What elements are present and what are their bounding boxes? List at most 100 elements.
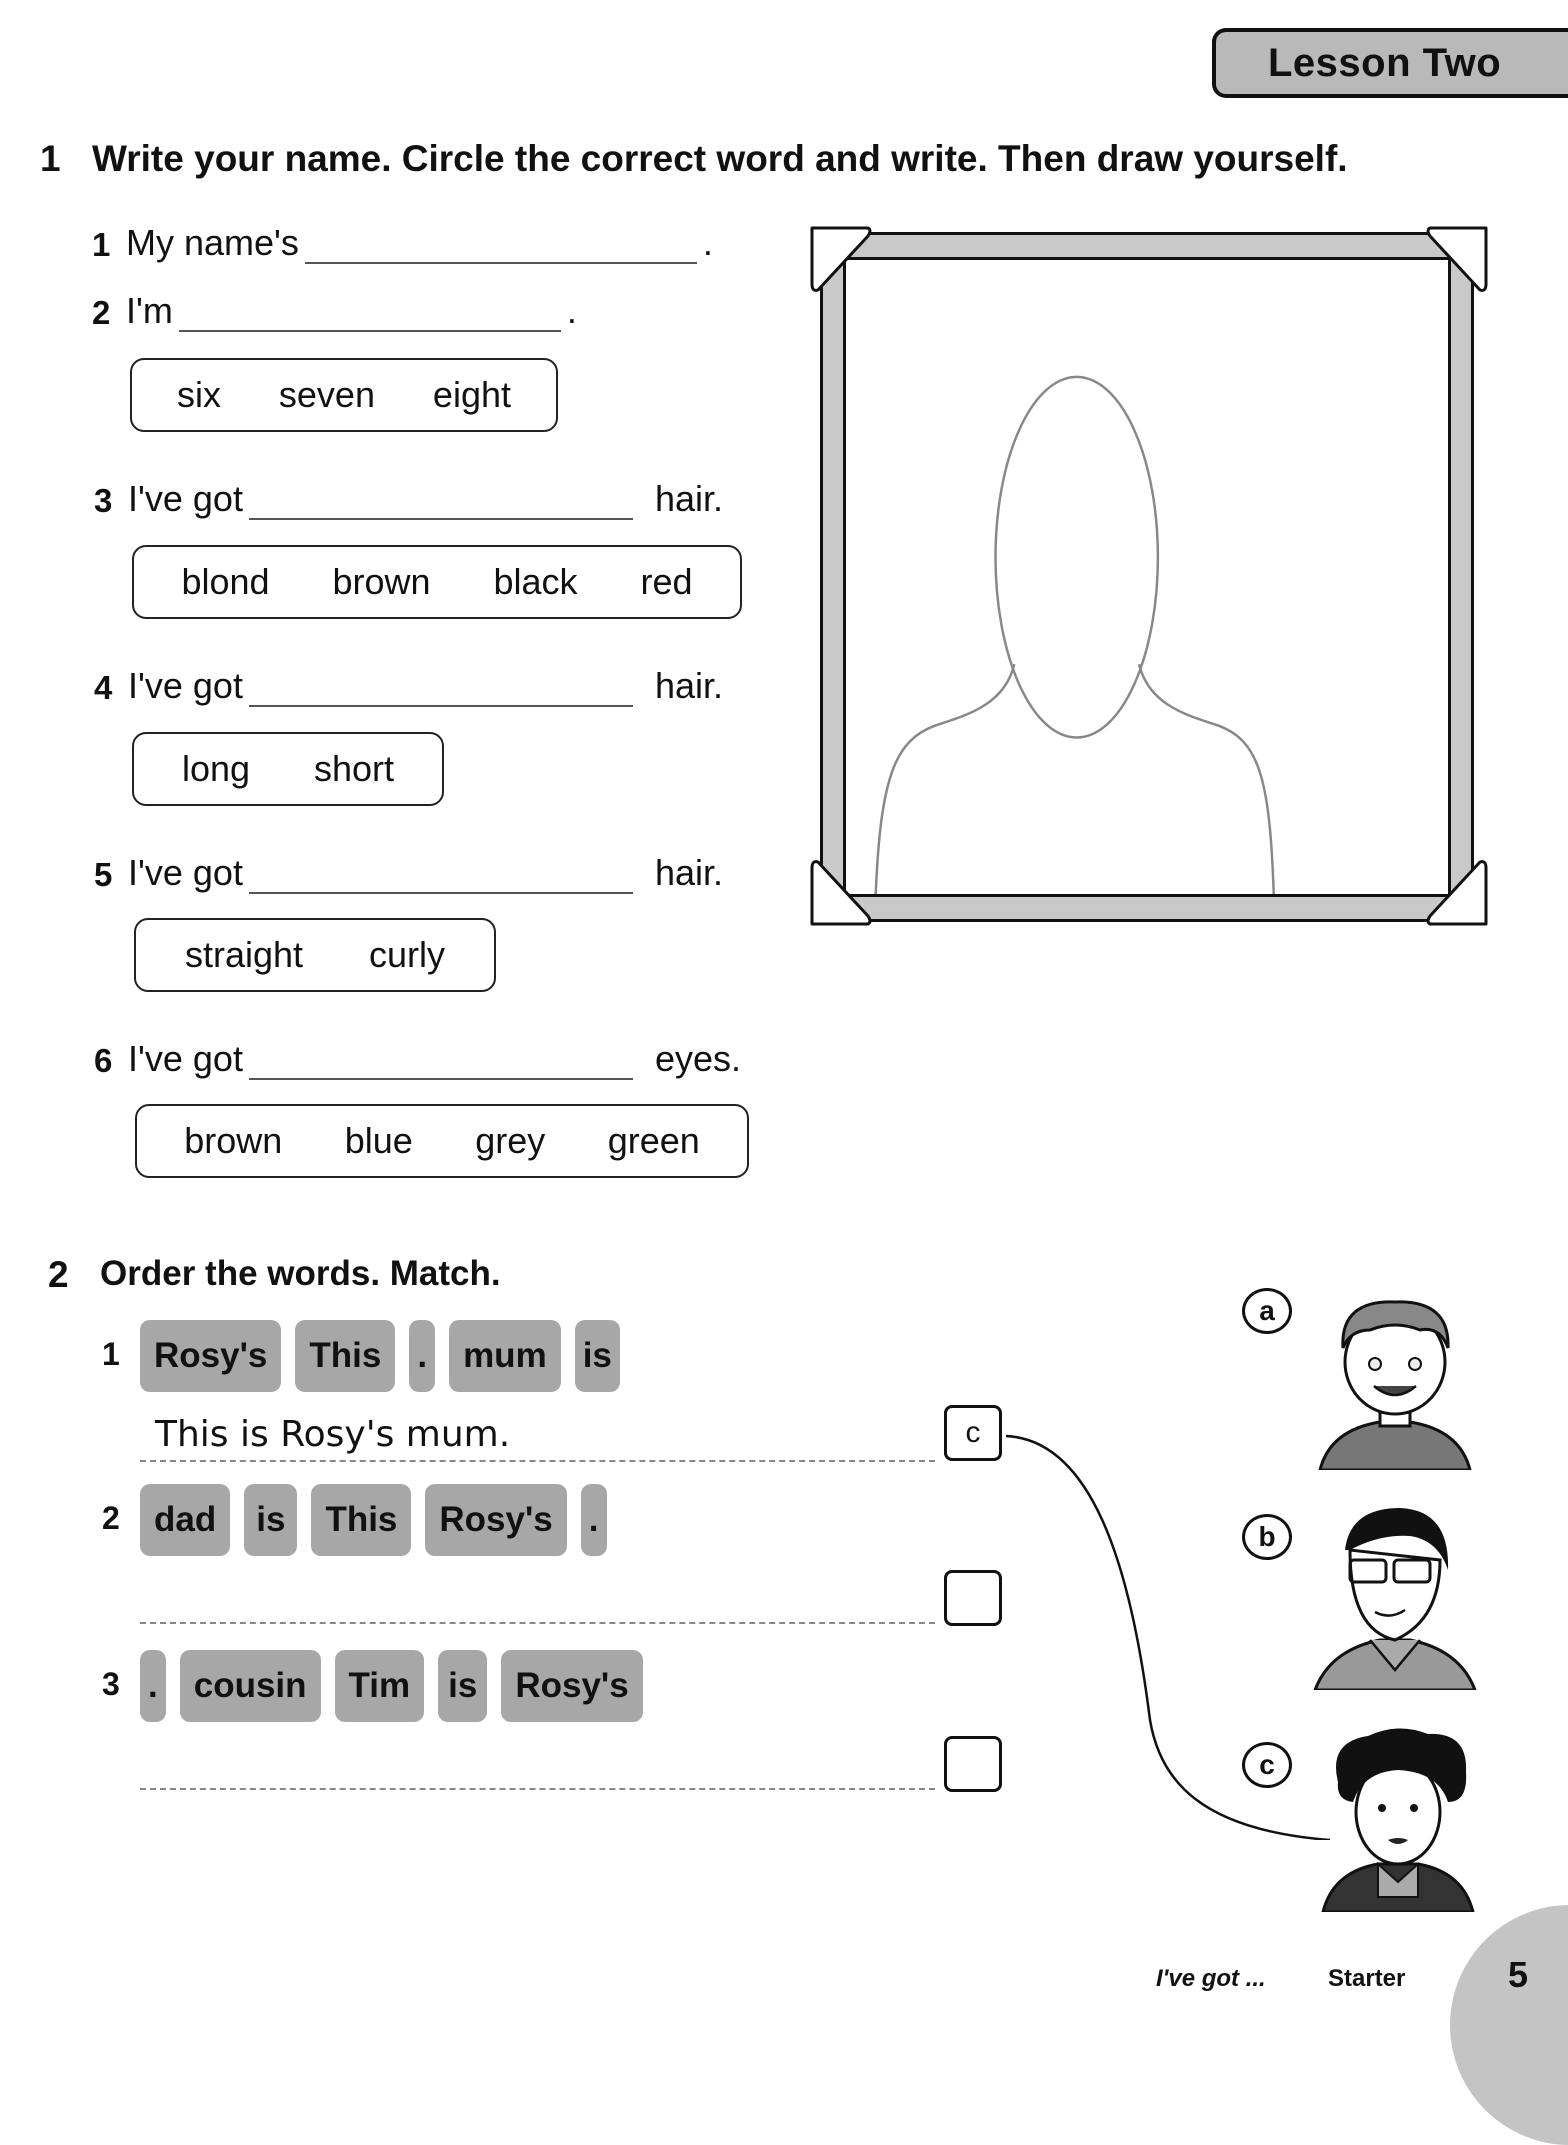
exercise-1-item-2: 2 I'm . (92, 290, 577, 332)
match-letter: c (965, 1416, 981, 1449)
option-six[interactable]: six (176, 374, 221, 415)
photo-corner-icon (1426, 860, 1488, 926)
option-green[interactable]: green (607, 1120, 700, 1161)
head-silhouette-icon (874, 375, 1275, 895)
item-suffix: hair. (654, 665, 723, 706)
word-tile[interactable]: This (311, 1484, 412, 1556)
word-tile[interactable]: . (409, 1320, 436, 1392)
match-box-3[interactable] (944, 1736, 1002, 1792)
picture-label-a: a (1242, 1288, 1292, 1334)
option-brown[interactable]: brown (332, 561, 431, 602)
option-blond[interactable]: blond (181, 561, 270, 602)
footer-unit-title: I've got ... (1156, 1965, 1266, 1992)
item-number: 1 (102, 1336, 120, 1372)
item-suffix: hair. (654, 852, 723, 893)
option-grey[interactable]: grey (475, 1120, 546, 1161)
option-brown[interactable]: brown (184, 1120, 283, 1161)
woman-curly-hair-portrait-icon (1321, 1728, 1475, 1912)
answer-line-2[interactable] (140, 1620, 935, 1624)
age-options-box: six seven eight (130, 358, 558, 432)
item-number: 2 (102, 1500, 120, 1536)
answer-line-3[interactable] (140, 1786, 935, 1790)
word-tile[interactable]: Rosy's (140, 1320, 282, 1392)
lesson-tag: Lesson Two (1212, 28, 1568, 98)
answer-text-1: This is Rosy's mum. (155, 1414, 511, 1455)
item-prefix: I've got (128, 665, 243, 706)
option-red[interactable]: red (640, 561, 693, 602)
exercise-1-item-3: 3 I've got hair. (94, 478, 723, 520)
hair-style-options-box: straight curly (134, 918, 496, 992)
exercise-2-number: 2 (48, 1254, 69, 1295)
item-suffix: . (566, 290, 577, 331)
option-curly[interactable]: curly (368, 934, 445, 975)
hair-style-answer-blank[interactable] (248, 862, 633, 894)
match-box-2[interactable] (944, 1570, 1002, 1626)
word-tile[interactable]: dad (140, 1484, 231, 1556)
exercise-1-instruction: Write your name. Circle the correct word… (92, 138, 1348, 179)
item-number: 3 (102, 1666, 120, 1702)
item-suffix: eyes. (654, 1038, 741, 1079)
option-black[interactable]: black (493, 561, 578, 602)
lesson-tag-label: Lesson Two (1268, 40, 1502, 85)
option-short[interactable]: short (313, 748, 395, 789)
photo-corner-icon (1426, 226, 1488, 292)
item-number: 5 (94, 856, 113, 893)
word-tile[interactable]: mum (449, 1320, 561, 1392)
option-eight[interactable]: eight (432, 374, 511, 415)
exercise-1-number: 1 (40, 138, 61, 179)
word-tile[interactable]: is (574, 1320, 620, 1392)
item-suffix: hair. (654, 478, 723, 519)
option-blue[interactable]: blue (344, 1120, 413, 1161)
hair-colour-answer-blank[interactable] (248, 488, 633, 520)
word-tile[interactable]: Tim (334, 1650, 425, 1722)
item-prefix: I've got (128, 852, 243, 893)
exercise-1-item-5: 5 I've got hair. (94, 852, 723, 894)
picture-label-b: b (1242, 1514, 1292, 1560)
photo-corner-icon (810, 226, 872, 292)
word-tiles-1: Rosy's This . mum is (140, 1320, 620, 1392)
option-straight[interactable]: straight (184, 934, 304, 975)
option-seven[interactable]: seven (278, 374, 375, 415)
exercise-1-item-4: 4 I've got hair. (94, 665, 723, 707)
label-letter: c (1259, 1749, 1275, 1780)
word-tile[interactable]: Rosy's (425, 1484, 567, 1556)
word-tiles-3: . cousin Tim is Rosy's (140, 1650, 643, 1722)
item-prefix: I've got (128, 1038, 243, 1079)
page-corner-decoration (1450, 1905, 1568, 2145)
word-tile[interactable]: This (295, 1320, 396, 1392)
drawing-area[interactable] (843, 257, 1451, 897)
label-letter: a (1259, 1295, 1275, 1326)
exercise-1-item-1: 1 My name's . (92, 222, 713, 264)
item-number: 6 (94, 1042, 113, 1079)
word-tiles-2: dad is This Rosy's . (140, 1484, 607, 1556)
item-number: 2 (92, 294, 111, 331)
item-number: 4 (94, 669, 113, 706)
answer-line-1[interactable] (140, 1458, 935, 1462)
hair-colour-options-box: blond brown black red (132, 545, 742, 619)
option-long[interactable]: long (181, 748, 251, 789)
item-suffix: . (702, 222, 713, 263)
footer-unit-name: Starter (1328, 1965, 1406, 1992)
item-prefix: My name's (126, 222, 299, 263)
match-line (1005, 1434, 1331, 1840)
item-prefix: I've got (128, 478, 243, 519)
match-box-1[interactable]: c (944, 1405, 1002, 1461)
label-letter: b (1258, 1521, 1276, 1552)
picture-label-c: c (1242, 1742, 1292, 1788)
photo-corner-icon (810, 860, 872, 926)
word-tile[interactable]: cousin (179, 1650, 321, 1722)
item-prefix: I'm (126, 290, 173, 331)
name-answer-blank[interactable] (304, 232, 697, 264)
age-answer-blank[interactable] (178, 300, 561, 332)
word-tile[interactable]: . (580, 1484, 607, 1556)
eye-colour-answer-blank[interactable] (248, 1048, 633, 1080)
drawing-frame[interactable] (820, 232, 1474, 922)
hair-length-options-box: long short (132, 732, 444, 806)
word-tile[interactable]: Rosy's (501, 1650, 643, 1722)
word-tile[interactable]: . (140, 1650, 166, 1722)
item-number: 3 (94, 482, 113, 519)
hair-length-answer-blank[interactable] (248, 675, 633, 707)
page-number: 5 (1508, 1954, 1529, 1995)
word-tile[interactable]: is (244, 1484, 298, 1556)
word-tile[interactable]: is (438, 1650, 488, 1722)
